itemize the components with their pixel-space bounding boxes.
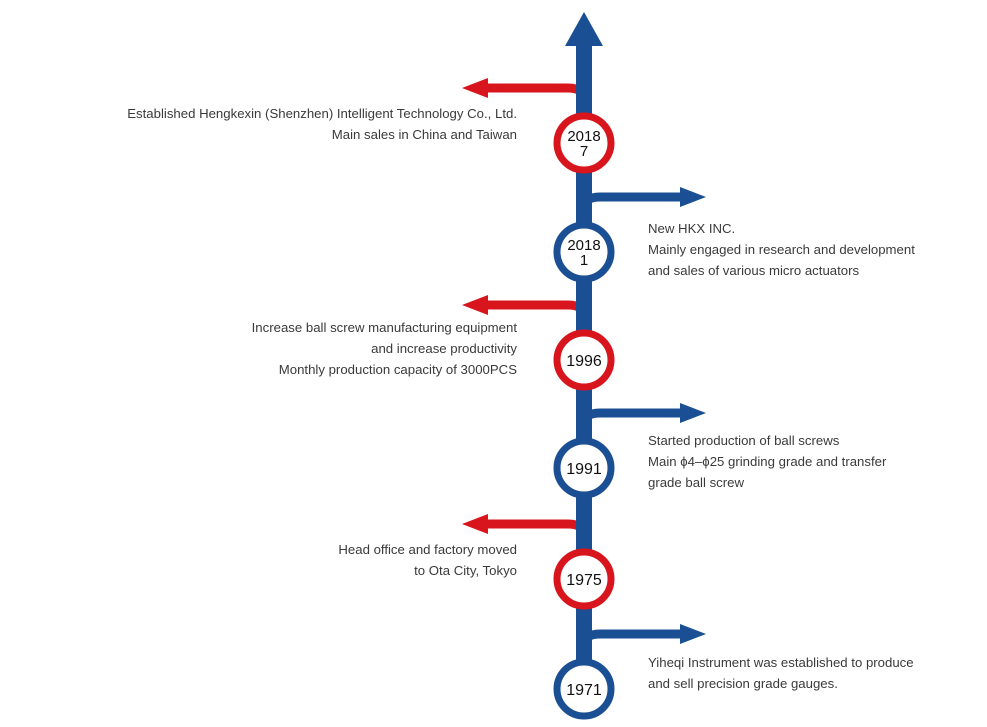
arrowhead-1975 bbox=[462, 514, 488, 534]
event-line: Mainly engaged in research and developme… bbox=[648, 242, 915, 257]
node-label-1971: 1971 bbox=[566, 682, 602, 699]
year-node-1971: 1971 bbox=[553, 658, 615, 720]
node-label-1975: 1975 bbox=[566, 572, 602, 589]
arrowhead-1971 bbox=[680, 624, 706, 644]
arrowhead-1996 bbox=[462, 295, 488, 315]
node-label-2018-1-1: 1 bbox=[580, 252, 588, 269]
arrowhead-2018-1 bbox=[680, 187, 706, 207]
event-line: New HKX INC. bbox=[648, 221, 736, 236]
node-label-2018-7-1: 7 bbox=[580, 143, 588, 160]
event-line: Yiheqi Instrument was established to pro… bbox=[648, 655, 914, 670]
arrowhead-2018-7 bbox=[462, 78, 488, 98]
event-line: grade ball screw bbox=[648, 475, 745, 490]
year-node-1975: 1975 bbox=[553, 548, 615, 610]
node-label-1991: 1991 bbox=[566, 461, 602, 478]
event-line: Started production of ball screws bbox=[648, 433, 840, 448]
event-line: Main ϕ4–ϕ25 grinding grade and transfer bbox=[648, 454, 887, 469]
node-circle-2018-1 bbox=[553, 221, 615, 283]
event-line: Main sales in China and Taiwan bbox=[331, 127, 517, 142]
event-line: Increase ball screw manufacturing equipm… bbox=[251, 320, 517, 335]
year-node-1996: 1996 bbox=[553, 329, 615, 391]
event-line: and increase productivity bbox=[371, 341, 517, 356]
node-circle-1991 bbox=[553, 437, 615, 499]
event-line: Head office and factory moved bbox=[338, 542, 517, 557]
node-label-2018-1-0: 2018 bbox=[567, 237, 600, 254]
event-text-1996: Increase ball screw manufacturing equipm… bbox=[252, 317, 517, 380]
event-line: to Ota City, Tokyo bbox=[414, 563, 517, 578]
event-line: and sales of various micro actuators bbox=[648, 263, 860, 278]
event-text-2018-1: New HKX INC. Mainly engaged in research a… bbox=[648, 218, 915, 281]
event-text-1975: Head office and factory moved to Ota City… bbox=[338, 539, 517, 581]
event-line: Established Hengkexin (Shenzhen) Intelli… bbox=[127, 106, 517, 121]
year-node-1991: 1991 bbox=[553, 437, 615, 499]
arrowhead-1991 bbox=[680, 403, 706, 423]
node-circle-2018-7 bbox=[553, 112, 615, 174]
event-line: Monthly production capacity of 3000PCS bbox=[278, 362, 517, 377]
event-line: and sell precision grade gauges. bbox=[648, 676, 838, 691]
node-label-2018-7-0: 2018 bbox=[567, 128, 600, 145]
node-label-1996: 1996 bbox=[566, 353, 602, 370]
node-circle-1975 bbox=[553, 548, 615, 610]
node-circle-1971 bbox=[553, 658, 615, 720]
spine-arrowhead bbox=[565, 12, 603, 46]
event-text-2018-7: Established Hengkexin (Shenzhen) Intelli… bbox=[127, 103, 517, 145]
event-text-1971: Yiheqi Instrument was established to pro… bbox=[648, 652, 914, 694]
node-circle-1996 bbox=[553, 329, 615, 391]
